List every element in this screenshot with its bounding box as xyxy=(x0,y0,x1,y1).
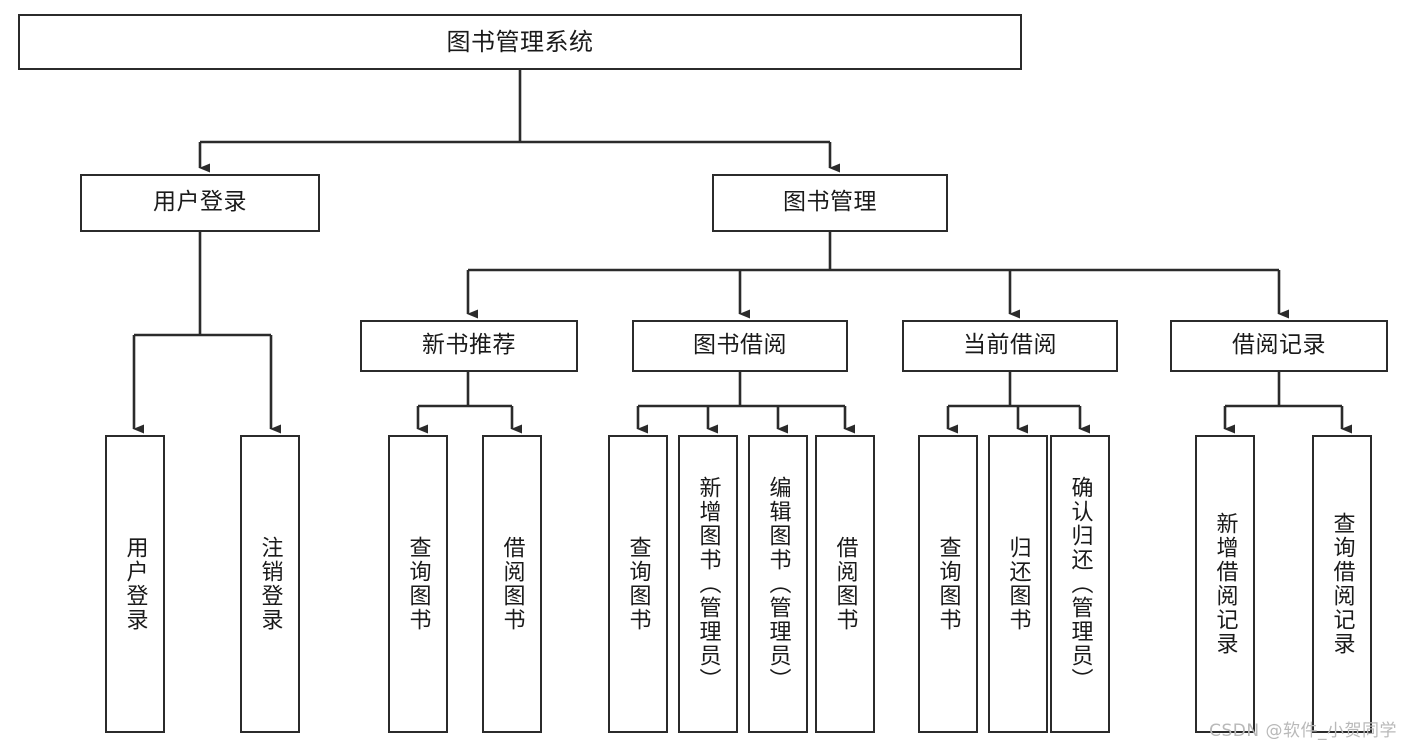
node-leaf-query-book-1[interactable]: 查询图书 xyxy=(388,435,448,733)
node-leaf-edit-book[interactable]: 编辑图书（管理员） xyxy=(748,435,808,733)
node-user-login-label: 用户登录 xyxy=(153,189,247,216)
node-user-login[interactable]: 用户登录 xyxy=(80,174,320,232)
node-new-book-recommend[interactable]: 新书推荐 xyxy=(360,320,578,372)
node-leaf-query-record[interactable]: 查询借阅记录 xyxy=(1312,435,1372,733)
node-leaf-borrow-book-1-label: 借阅图书 xyxy=(499,536,525,632)
node-borrow-record[interactable]: 借阅记录 xyxy=(1170,320,1388,372)
watermark-text: CSDN @软件_小贺同学 xyxy=(1209,721,1397,741)
node-leaf-add-book-label: 新增图书（管理员） xyxy=(695,476,721,692)
node-book-borrow-label: 图书借阅 xyxy=(693,332,787,359)
node-current-borrow-label: 当前借阅 xyxy=(963,332,1057,359)
node-current-borrow[interactable]: 当前借阅 xyxy=(902,320,1118,372)
node-leaf-user-login-label: 用户登录 xyxy=(122,536,148,632)
node-leaf-add-record-label: 新增借阅记录 xyxy=(1212,512,1238,656)
node-leaf-add-book[interactable]: 新增图书（管理员） xyxy=(678,435,738,733)
node-root-label: 图书管理系统 xyxy=(446,27,594,56)
node-leaf-query-book-3-label: 查询图书 xyxy=(935,536,961,632)
node-leaf-query-book-2[interactable]: 查询图书 xyxy=(608,435,668,733)
node-leaf-return-book[interactable]: 归还图书 xyxy=(988,435,1048,733)
node-leaf-user-login[interactable]: 用户登录 xyxy=(105,435,165,733)
node-leaf-logout-label: 注销登录 xyxy=(257,536,283,632)
node-leaf-query-book-2-label: 查询图书 xyxy=(625,536,651,632)
node-leaf-query-record-label: 查询借阅记录 xyxy=(1329,512,1355,656)
node-leaf-edit-book-label: 编辑图书（管理员） xyxy=(765,476,791,692)
node-leaf-logout[interactable]: 注销登录 xyxy=(240,435,300,733)
node-book-manage[interactable]: 图书管理 xyxy=(712,174,948,232)
node-leaf-borrow-book-2-label: 借阅图书 xyxy=(832,536,858,632)
node-leaf-borrow-book-1[interactable]: 借阅图书 xyxy=(482,435,542,733)
node-leaf-query-book-1-label: 查询图书 xyxy=(405,536,431,632)
node-root[interactable]: 图书管理系统 xyxy=(18,14,1022,70)
node-leaf-add-record[interactable]: 新增借阅记录 xyxy=(1195,435,1255,733)
node-book-borrow[interactable]: 图书借阅 xyxy=(632,320,848,372)
node-leaf-confirm-return[interactable]: 确认归还（管理员） xyxy=(1050,435,1110,733)
node-leaf-confirm-return-label: 确认归还（管理员） xyxy=(1067,476,1093,692)
node-leaf-query-book-3[interactable]: 查询图书 xyxy=(918,435,978,733)
node-leaf-borrow-book-2[interactable]: 借阅图书 xyxy=(815,435,875,733)
node-new-book-recommend-label: 新书推荐 xyxy=(422,332,516,359)
node-leaf-return-book-label: 归还图书 xyxy=(1005,536,1031,632)
node-borrow-record-label: 借阅记录 xyxy=(1232,332,1326,359)
node-book-manage-label: 图书管理 xyxy=(783,189,877,216)
